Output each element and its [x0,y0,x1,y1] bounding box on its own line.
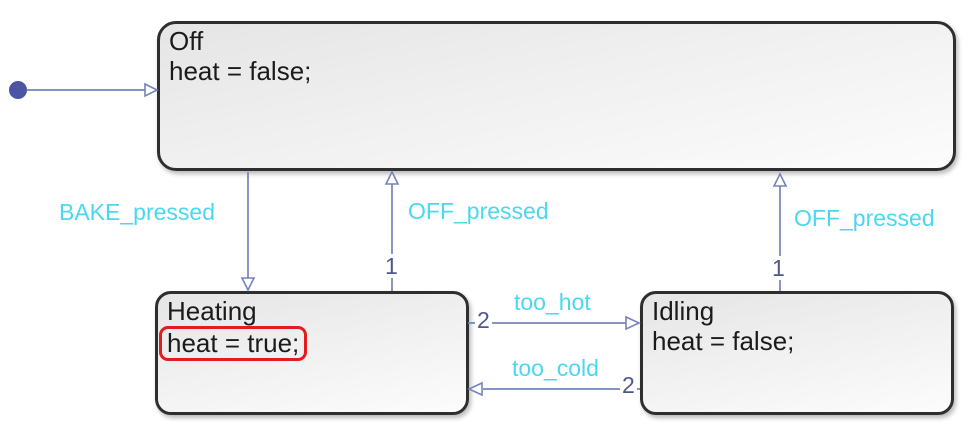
state-title: Heating [167,296,257,326]
state-off[interactable]: Off heat = false; [157,21,956,171]
transition-too-cold[interactable] [467,381,640,397]
state-action: heat = true; [159,326,457,361]
arrowhead-up-icon [384,170,400,185]
arrowhead-down-icon [240,277,256,292]
transition-label-too-cold[interactable]: too_cold [512,355,599,381]
state-heating[interactable]: Heating heat = true; [155,291,469,415]
state-title: Idling [652,296,715,326]
state-idling[interactable]: Idling heat = false; [640,291,954,415]
arrowhead-right-icon [625,315,641,331]
state-action: heat = false; [169,56,312,86]
transition-order-too-cold: 2 [620,372,637,398]
transition-too-hot[interactable] [468,315,641,331]
transition-order-too-hot: 2 [475,307,492,333]
active-line-highlight: heat = true; [159,326,308,361]
state-action: heat = false; [652,326,795,356]
transition-bake-pressed[interactable] [240,172,256,292]
arrowhead-up-icon [772,172,788,187]
transition-order-off-pressed-left: 1 [383,253,400,279]
transition-label-too-hot[interactable]: too_hot [514,289,591,315]
transition-label-off-pressed-left[interactable]: OFF_pressed [408,198,549,224]
initial-state-dot [9,81,27,99]
state-title: Off [169,26,204,56]
transition-initial[interactable] [9,81,159,99]
arrowhead-right-icon [144,82,159,98]
transition-label-off-pressed-right[interactable]: OFF_pressed [794,205,935,231]
transition-label-bake-pressed[interactable]: BAKE_pressed [59,199,215,225]
transition-order-off-pressed-right: 1 [770,255,787,281]
arrowhead-left-icon [467,381,483,397]
